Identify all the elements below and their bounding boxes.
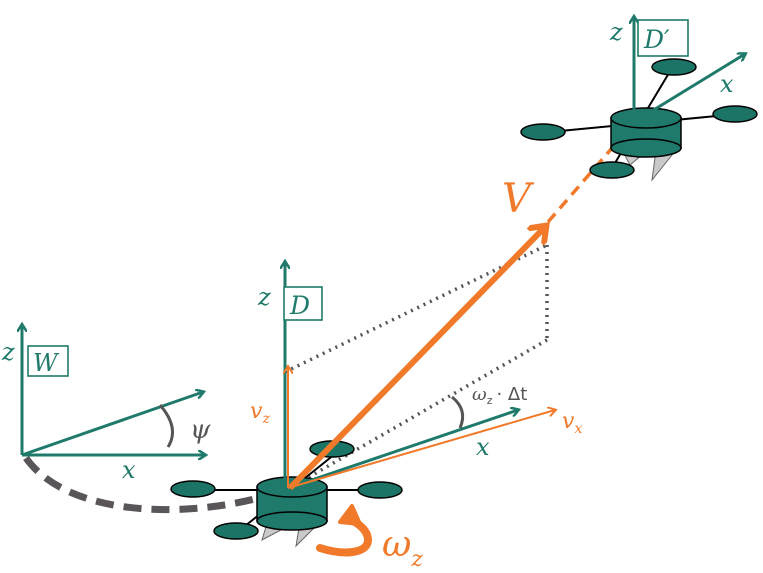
- world-x-label: x: [122, 456, 136, 484]
- drone-x-axis: [287, 410, 518, 490]
- next-x-label: x: [720, 70, 734, 98]
- drone-x-label: x: [476, 433, 490, 461]
- drone-z-label: z: [257, 283, 271, 311]
- world-psi-label: ψ: [190, 415, 211, 445]
- world-z-label: z: [1, 338, 15, 366]
- world-box-label: W: [33, 349, 60, 377]
- drone-next: [520, 58, 758, 182]
- world-heading-line: [21, 392, 203, 457]
- next-label-box: [637, 19, 689, 57]
- world-frame: ψ x z W: [1, 325, 211, 484]
- next-frame: z D′ x: [609, 17, 745, 124]
- rotation-label: ωz: [382, 524, 423, 572]
- propeller-right: [357, 481, 403, 499]
- next-propeller-right: [712, 105, 758, 123]
- next-box-label: D′: [643, 25, 670, 54]
- rotation-indicator: ωz: [316, 504, 423, 572]
- propeller-front: [213, 522, 259, 540]
- velocity-label: V: [502, 176, 535, 222]
- drone-omega-dt-arc: [451, 395, 465, 429]
- drone-omega-dt-label: ωz· Δt: [472, 384, 527, 407]
- world-psi-arc: [158, 404, 174, 448]
- next-drone-top-plate: [610, 107, 682, 129]
- next-z-label: z: [609, 18, 623, 46]
- drone-frame: z D vz x vx ωz· Δt: [250, 262, 582, 490]
- next-x-axis: [633, 54, 745, 124]
- velocity-decomposition: [284, 243, 549, 490]
- velocity-vector: V: [287, 123, 634, 491]
- next-propeller-left: [520, 123, 566, 141]
- world-label-box: [27, 345, 69, 377]
- velocity-extension-dashed: [546, 123, 634, 224]
- drone-vx-axis: [287, 410, 555, 489]
- next-propeller-front: [589, 161, 635, 179]
- drone-vz-label: vz: [250, 399, 270, 427]
- drone-box-label: D: [289, 291, 310, 320]
- drone-vx-label: vx: [562, 409, 582, 437]
- drone-label-box: [283, 286, 323, 321]
- next-propeller-back: [651, 58, 697, 76]
- propeller-left: [170, 480, 216, 498]
- trajectory-dashed-arc: [23, 455, 287, 514]
